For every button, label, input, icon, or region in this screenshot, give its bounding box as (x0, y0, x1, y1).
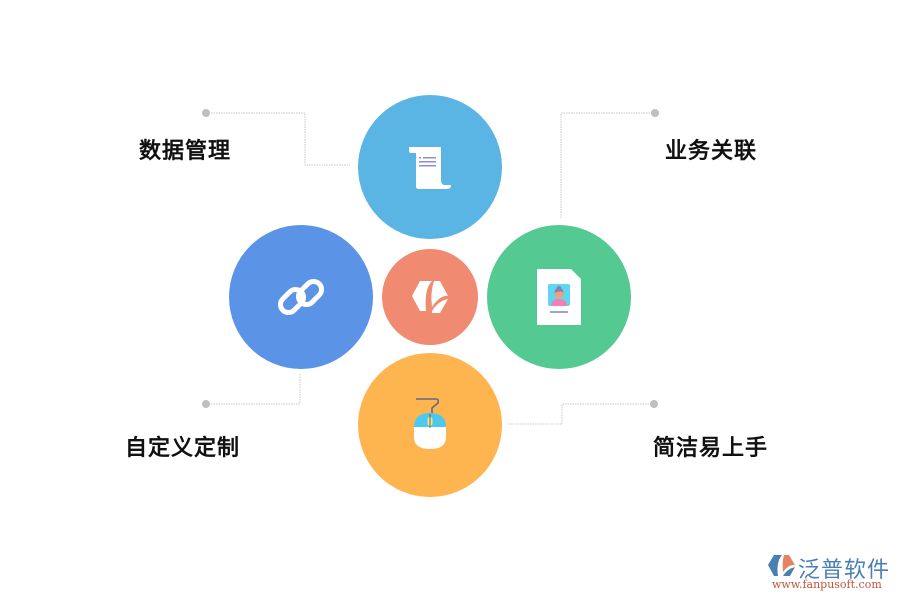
mouse-icon (414, 398, 446, 449)
label-business-link: 业务关联 (665, 139, 758, 164)
fanpu-logo-icon (768, 555, 795, 576)
connector-dot (202, 400, 210, 408)
label-customization: 自定义定制 (125, 436, 241, 461)
label-easy-use: 简洁易上手 (653, 436, 769, 461)
watermark-name: 泛普软件 (798, 558, 891, 583)
connector-data-management (206, 112, 350, 166)
profile-card-icon (537, 269, 581, 325)
label-data-management: 数据管理 (139, 139, 232, 164)
watermark-url: www.fanpusoft.com (772, 578, 882, 591)
brand-hub (382, 249, 478, 345)
connector-easy-use (508, 403, 654, 425)
connector-dot (202, 109, 210, 117)
node-customization (229, 225, 373, 369)
node-business-link (487, 225, 631, 369)
node-easy-use (358, 353, 502, 497)
node-data-management (358, 95, 502, 239)
scroll-document-icon (409, 147, 451, 189)
brand-logo-icon (412, 281, 448, 313)
connector-dot (650, 400, 658, 408)
watermark-logo: 泛普软件 www.fanpusoft.com (768, 552, 898, 592)
connector-business-link (560, 112, 655, 218)
link-chain-icon (277, 278, 325, 316)
connector-customization (206, 374, 301, 405)
connector-dot (651, 109, 659, 117)
